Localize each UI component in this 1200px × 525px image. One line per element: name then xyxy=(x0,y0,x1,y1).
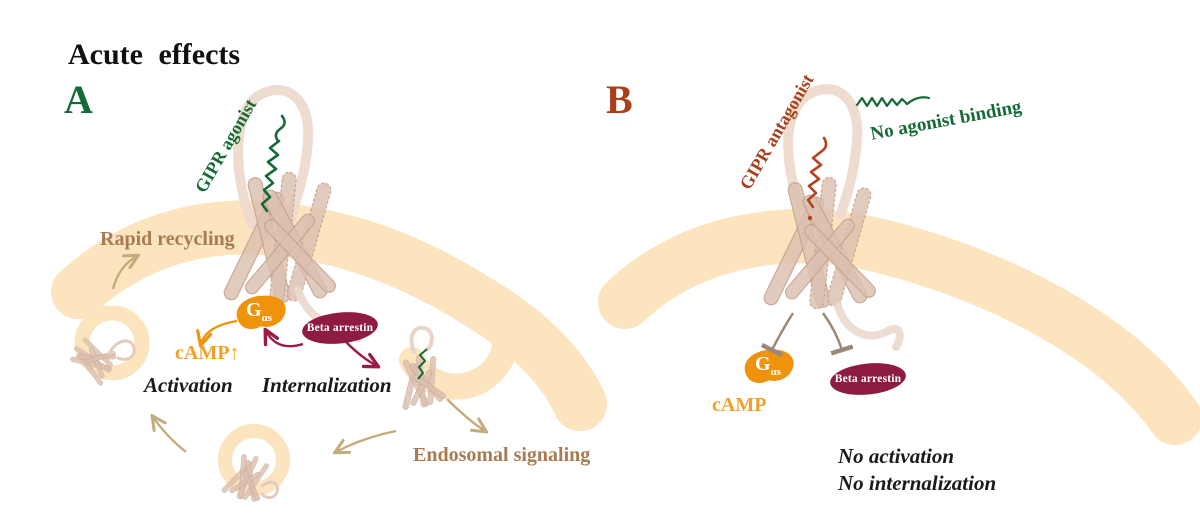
receptor-tail-b xyxy=(834,302,904,351)
g-alpha-s-label-b: Gαs xyxy=(755,353,781,378)
endosome-left-curl xyxy=(108,339,136,361)
membrane-b xyxy=(598,209,1200,445)
internalization-label: Internalization xyxy=(262,373,392,397)
inhibition-tbar-gs xyxy=(772,312,795,350)
panel-b-art xyxy=(598,84,1200,445)
receptor-ecd-b xyxy=(783,84,863,219)
rapid-recycling-label: Rapid recycling xyxy=(100,228,235,250)
beta-arrestin-label-a: Beta arrestin xyxy=(306,322,374,334)
camp-label: cAMP xyxy=(712,394,767,416)
pit-ecd-loop xyxy=(409,325,434,354)
no-internalization-label: No internalization xyxy=(838,471,997,495)
endosome-left xyxy=(74,305,150,381)
panel-a-label: A xyxy=(64,77,93,122)
agonist-peptide-pit-icon xyxy=(417,348,428,380)
membrane-a xyxy=(51,200,607,431)
arrow-pit-to-endosomal-signaling xyxy=(446,398,485,431)
activation-label: Activation xyxy=(144,373,233,397)
endosome-bottom-curl xyxy=(260,480,280,499)
beta-arrestin-blob-b xyxy=(830,363,906,395)
antagonist-peptide-icon xyxy=(806,136,828,221)
g-alpha-s-label-a: Gαs xyxy=(246,299,272,324)
endocytic-pit-ring xyxy=(399,273,520,400)
beta-arrestin-label-b: Beta arrestin xyxy=(834,373,902,385)
arrow-bottom-to-left-endosome xyxy=(153,417,187,453)
panel-a-art xyxy=(51,85,607,506)
endosomal-signaling-label: Endosomal signaling xyxy=(413,444,591,466)
inhibition-tbar-arrestin xyxy=(821,312,842,350)
arrow-arrestin-to-pit xyxy=(345,341,377,366)
arrow-to-bottom-endosome xyxy=(336,429,397,452)
arrow-arrestin-to-gs xyxy=(266,331,304,348)
camp-up-label: cAMP↑ xyxy=(175,342,240,364)
free-agonist-squiggle-icon xyxy=(855,96,931,108)
beta-arrestin-blob-a xyxy=(302,312,378,344)
figure-title: Acute effects xyxy=(68,38,241,71)
agonist-peptide-icon xyxy=(260,114,286,213)
panel-b-label: B xyxy=(606,77,633,122)
arrow-gs-to-camp xyxy=(201,319,238,344)
receptor-ecd-a xyxy=(233,85,314,229)
no-activation-label: No activation xyxy=(838,444,955,468)
arrow-rapid-recycling xyxy=(111,256,137,290)
